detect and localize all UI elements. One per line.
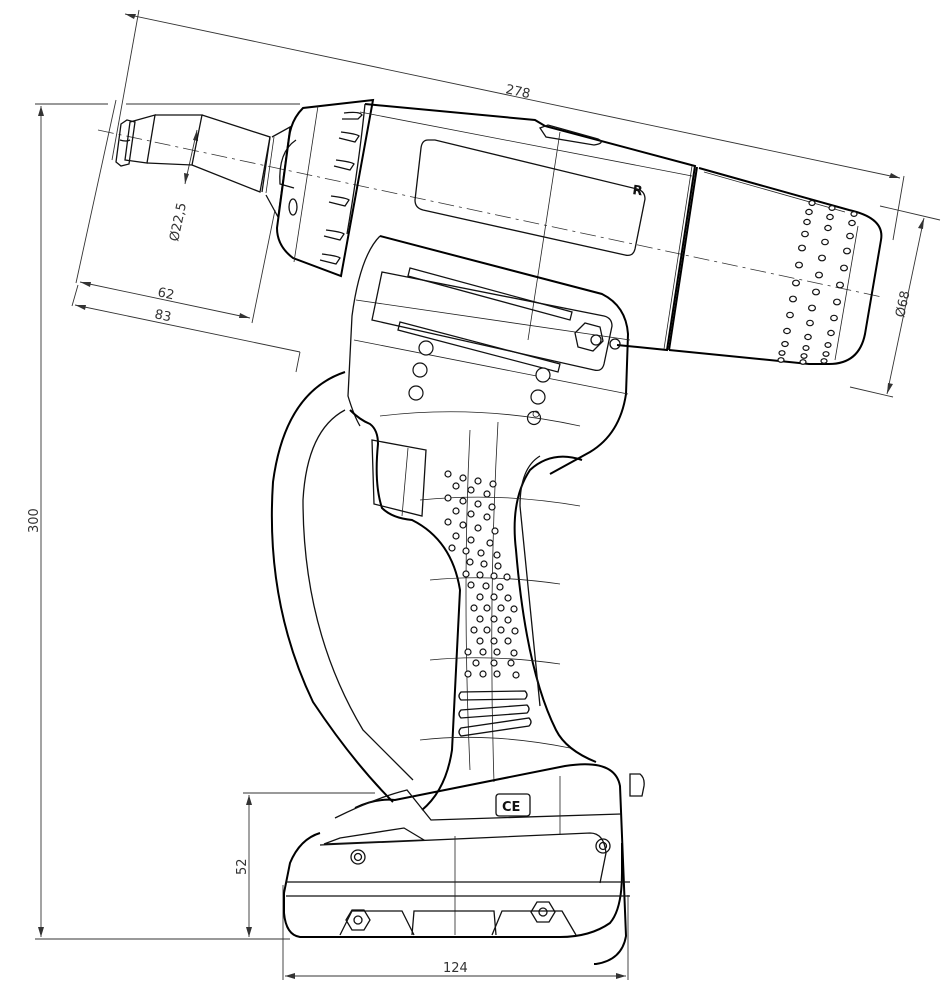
battery-pack: CE (283, 763, 645, 965)
front-collar (275, 98, 375, 278)
display-window (414, 139, 646, 257)
control-panel (347, 235, 631, 475)
hex-nut (345, 909, 371, 931)
dimension-nose-diameter: Ø22,5 (167, 129, 198, 243)
dim-label-d68: Ø68 (893, 290, 913, 319)
vent-holes (777, 199, 858, 365)
grip-ridges (458, 690, 532, 737)
dimension-battery-length: 124 (282, 885, 629, 980)
ce-mark: CE (502, 800, 520, 815)
dim-label-62: 62 (156, 285, 175, 303)
dim-label-d22-5: Ø22,5 (167, 201, 190, 242)
dim-label-83: 83 (153, 307, 172, 325)
dimension-overall-length: 278 (111, 9, 905, 241)
battery-end-plug (629, 773, 645, 797)
dim-label-124: 124 (443, 961, 468, 976)
ce-mark-box (495, 793, 531, 817)
grip-texture-dots (444, 470, 520, 679)
dimension-nose-83: 83 (71, 284, 301, 373)
trigger (371, 439, 427, 517)
dim-label-278: 278 (504, 82, 531, 102)
bottom-slot (397, 321, 561, 373)
main-housing: R (346, 103, 698, 352)
hand-guard (270, 371, 394, 803)
dimension-battery-height: 52 (235, 792, 375, 937)
dim-label-52: 52 (235, 858, 250, 875)
hex-screw (574, 322, 604, 352)
top-slot (407, 267, 573, 321)
dimension-motor-diameter: Ø68 (849, 205, 941, 398)
dim-label-300: 300 (27, 508, 42, 533)
motor-cap (668, 167, 883, 365)
handle-grip (270, 371, 597, 811)
screw (595, 838, 611, 854)
nose-piece (115, 114, 298, 220)
housing-letter-mark: R (631, 183, 643, 199)
screw (350, 849, 366, 865)
hex-nut (530, 901, 556, 923)
dimension-overall-height: 300 (27, 103, 300, 940)
dimension-nose-62: 62 (75, 99, 276, 324)
center-axis-line (97, 129, 883, 298)
